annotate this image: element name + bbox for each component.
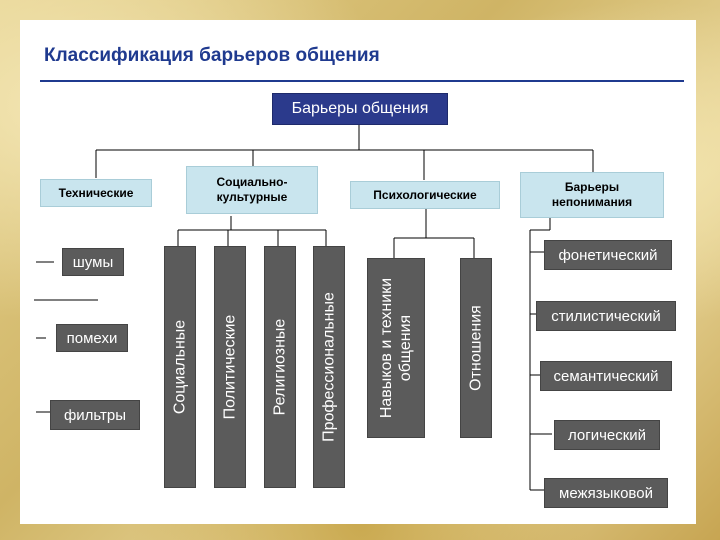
item-communication-skills-label: Навыков и техники общения [378, 277, 414, 419]
item-religious: Религиозные [264, 246, 296, 488]
item-semantic: семантический [540, 361, 672, 391]
item-social: Социальные [164, 246, 196, 488]
item-communication-skills: Навыков и техники общения [367, 258, 425, 438]
item-political: Политические [214, 246, 246, 488]
category-sociocultural: Социально-культурные [186, 166, 318, 214]
root-node: Барьеры общения [272, 93, 448, 125]
title-underline [40, 80, 684, 82]
item-noise: шумы [62, 248, 124, 276]
item-relations: Отношения [460, 258, 492, 438]
item-religious-label: Религиозные [271, 318, 289, 416]
item-interlingual: межязыковой [544, 478, 668, 508]
item-interference: помехи [56, 324, 128, 352]
item-social-label: Социальные [171, 319, 189, 415]
slide: Классификация барьеров общения [20, 20, 696, 524]
item-phonetic: фонетический [544, 240, 672, 270]
item-political-label: Политические [221, 314, 239, 420]
item-relations-label: Отношения [467, 305, 485, 391]
item-logical: логический [554, 420, 660, 450]
category-misunderstanding: Барьеры непонимания [520, 172, 664, 218]
category-psychological: Психологические [350, 181, 500, 209]
slide-title: Классификация барьеров общения [44, 45, 380, 66]
item-professional-label: Профессиональные [320, 292, 338, 442]
item-stylistic: стилистический [536, 301, 676, 331]
category-technical: Технические [40, 179, 152, 207]
item-filters: фильтры [50, 400, 140, 430]
connector-lines [34, 123, 594, 491]
item-professional: Профессиональные [313, 246, 345, 488]
